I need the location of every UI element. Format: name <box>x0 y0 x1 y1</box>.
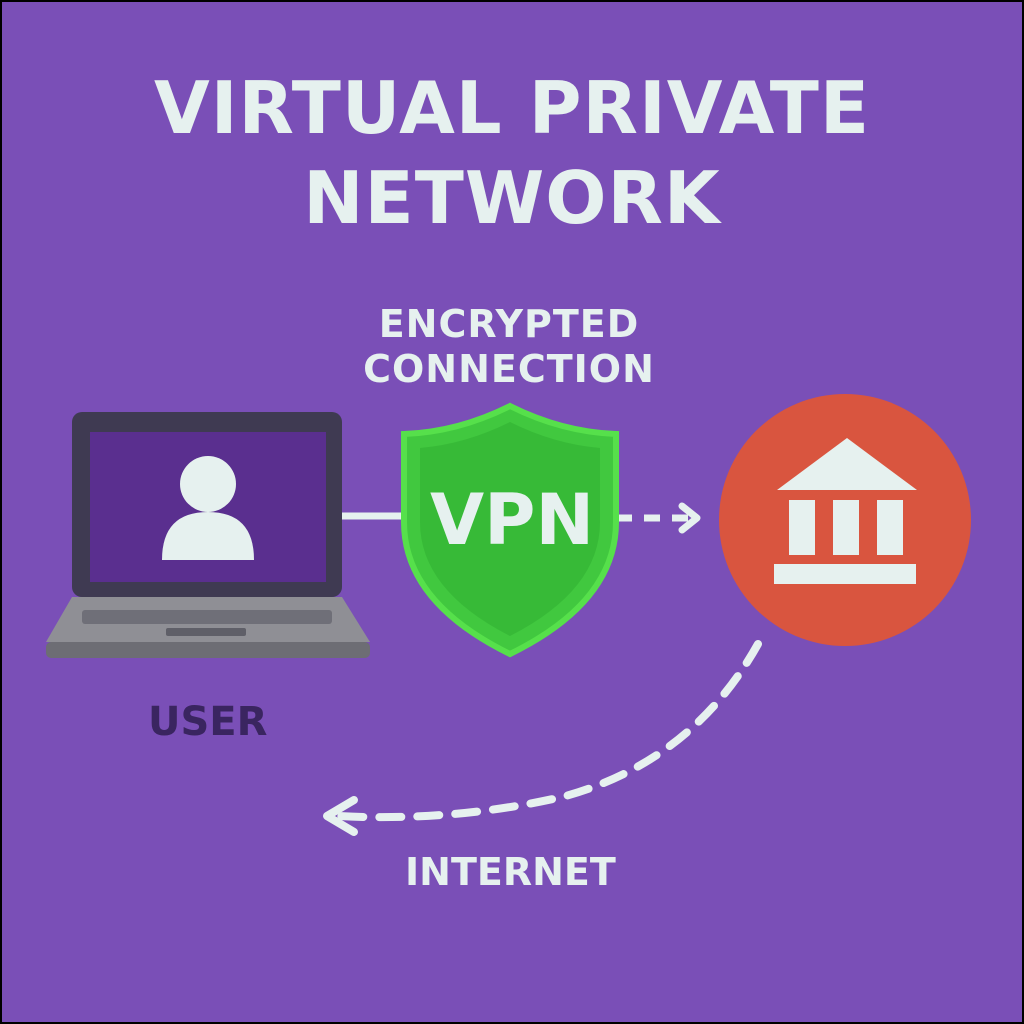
connection-label-line-2: CONNECTION <box>363 347 655 391</box>
user-label: USER <box>148 699 268 745</box>
page-title-line-2: NETWORK <box>303 156 721 240</box>
vpn-label: VPN <box>429 479 595 561</box>
dashed-arrow-internet <box>323 640 762 836</box>
internet-label: INTERNET <box>405 850 616 894</box>
user-body <box>162 512 254 560</box>
bank-building-icon <box>719 394 971 646</box>
connection-label-line-1: ENCRYPTED <box>378 302 640 346</box>
laptop-user-icon <box>46 412 370 658</box>
shield-icon <box>401 402 619 658</box>
dashed-arrow-right <box>616 502 701 534</box>
user-head <box>180 456 236 512</box>
page-title-line-1: VIRTUAL PRIVATE <box>153 66 870 150</box>
